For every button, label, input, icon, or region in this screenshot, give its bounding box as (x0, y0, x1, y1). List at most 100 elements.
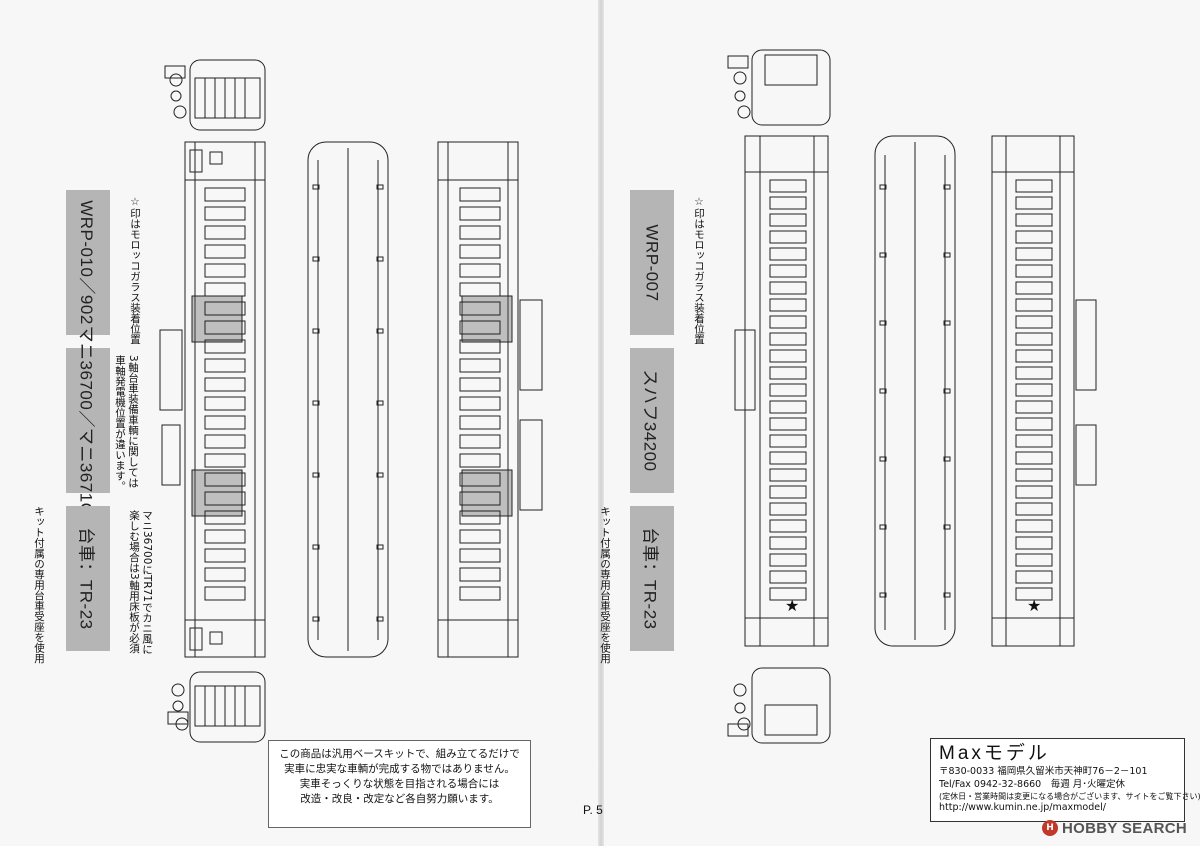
window (459, 491, 501, 506)
window (459, 586, 501, 601)
end-view-bottom-left (167, 671, 266, 743)
window (204, 187, 246, 202)
truck-note-left: キット付属の専用台車受座を使用 (33, 506, 45, 664)
hobby-logo-icon: H (1042, 820, 1058, 836)
roof-view-left (307, 141, 389, 658)
window (204, 339, 246, 354)
window (459, 225, 501, 240)
window (769, 417, 807, 431)
window (459, 263, 501, 278)
window (1015, 281, 1053, 295)
glass-note-left: ☆印はモロッコガラス装着位置 (129, 196, 141, 345)
window (459, 548, 501, 563)
window (1015, 468, 1053, 482)
truck-note-right: キット付属の専用台車受座を使用 (599, 506, 611, 664)
window (769, 383, 807, 397)
roof-view-right (874, 135, 956, 647)
window (459, 282, 501, 297)
window (459, 415, 501, 430)
page-fold (598, 0, 604, 846)
window (204, 510, 246, 525)
window (204, 244, 246, 259)
window (1015, 332, 1053, 346)
window (1015, 587, 1053, 601)
window (769, 298, 807, 312)
watermark: H HOBBY SEARCH (1042, 817, 1187, 839)
side-view-b-right (991, 135, 1097, 647)
window (769, 196, 807, 210)
roof-vent (879, 524, 887, 530)
roof-vent (943, 184, 951, 190)
window-grid (204, 179, 1053, 622)
window (1015, 196, 1053, 210)
roof-vent (376, 400, 384, 406)
glass-note-right: ☆印はモロッコガラス装着位置 (693, 196, 705, 345)
window (204, 263, 246, 278)
roof-vent (376, 616, 384, 622)
window (204, 282, 246, 297)
window (204, 453, 246, 468)
window (1015, 519, 1053, 533)
roof-vent (879, 592, 887, 598)
roof-vent (376, 184, 384, 190)
window (204, 320, 246, 335)
window (1015, 179, 1053, 193)
window (204, 206, 246, 221)
truck-box-right: 台車：TR-23 (630, 506, 674, 651)
window (769, 587, 807, 601)
roof-vent (943, 320, 951, 326)
window (1015, 315, 1053, 329)
window (769, 264, 807, 278)
window (459, 434, 501, 449)
window (459, 529, 501, 544)
roof-vent (312, 184, 320, 190)
roof-vent (312, 400, 320, 406)
roof-vent (943, 592, 951, 598)
window (459, 320, 501, 335)
window (459, 358, 501, 373)
maker-brand: Maxモデル (939, 743, 1050, 764)
window (1015, 485, 1053, 499)
window (1015, 349, 1053, 363)
window (769, 536, 807, 550)
end-view-top-left (164, 59, 266, 131)
window (769, 485, 807, 499)
model-number-box-right: WRP-007 (630, 190, 674, 335)
window (769, 366, 807, 380)
side-view-a-right (734, 135, 829, 647)
window (204, 377, 246, 392)
window (459, 510, 501, 525)
window (204, 358, 246, 373)
window (769, 451, 807, 465)
window (769, 315, 807, 329)
window (204, 396, 246, 411)
window (459, 377, 501, 392)
roof-vent (879, 252, 887, 258)
car-name-box-left: マニ36700／マニ3671C (66, 326, 110, 515)
maker-url: http://www.kumin.ne.jp/maxmodel/ (939, 802, 1106, 813)
window (459, 187, 501, 202)
window (459, 301, 501, 316)
window (769, 332, 807, 346)
window (204, 434, 246, 449)
roof-vent (312, 328, 320, 334)
window (1015, 536, 1053, 550)
side-view-b-left (437, 141, 543, 658)
window (459, 339, 501, 354)
maker-tel: Tel/Fax 0942-32-8660 毎週 月･火曜定休 (939, 778, 1125, 790)
window (1015, 400, 1053, 414)
roof-vent (943, 252, 951, 258)
window (204, 491, 246, 506)
roof-vent (376, 328, 384, 334)
roof-vent (879, 184, 887, 190)
window (1015, 570, 1053, 584)
star-mark-right-a: ★ (785, 596, 799, 615)
window (459, 244, 501, 259)
window (1015, 383, 1053, 397)
end-view-top-right (727, 49, 831, 126)
window (1015, 451, 1053, 465)
window (769, 468, 807, 482)
window (769, 553, 807, 567)
window (769, 179, 807, 193)
